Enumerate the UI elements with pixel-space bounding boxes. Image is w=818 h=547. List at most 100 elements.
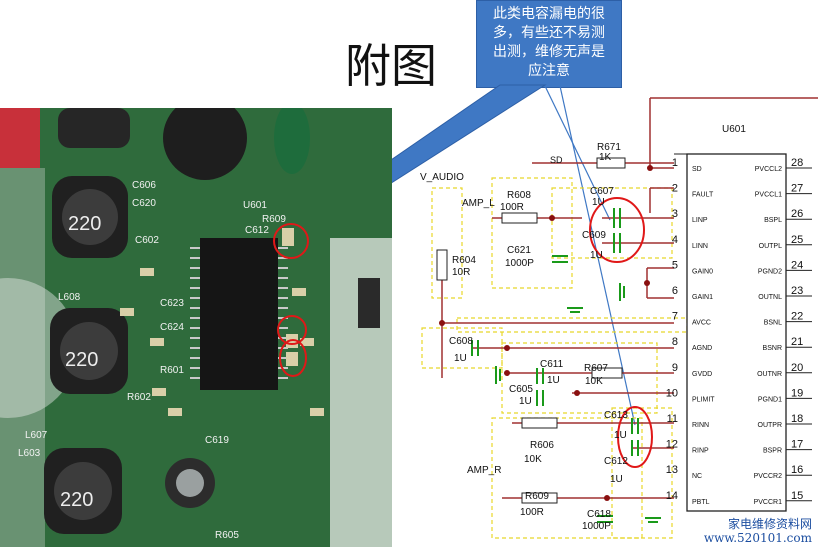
part-label: C613 bbox=[604, 410, 628, 421]
photo-label: L608 bbox=[58, 292, 81, 303]
photo-label: 220 bbox=[68, 213, 101, 235]
part-value: 1U bbox=[610, 474, 623, 485]
part-label: C618 bbox=[587, 509, 611, 520]
chip-name: U601 bbox=[722, 124, 746, 135]
inductor-icon bbox=[44, 448, 122, 534]
pin-number: 27 bbox=[791, 183, 803, 195]
part-label: R608 bbox=[507, 190, 531, 201]
pin-name: RINP bbox=[692, 448, 709, 455]
part-label: C605 bbox=[509, 384, 533, 395]
pin-name: OUTPL bbox=[759, 243, 782, 250]
callout-line: 多，有些还不易测 bbox=[493, 25, 605, 41]
sd-net-label: SD bbox=[550, 155, 563, 165]
pin-name: OUTNL bbox=[758, 294, 782, 301]
pin-name: PBTL bbox=[692, 499, 710, 506]
pin-number: 13 bbox=[666, 464, 678, 476]
part-label: R671 bbox=[597, 142, 621, 153]
pin-name: LINP bbox=[692, 217, 708, 224]
part-value: 1U bbox=[592, 197, 605, 208]
part-value: 1U bbox=[454, 353, 467, 364]
page-title: 附图 bbox=[345, 39, 437, 93]
net-label: AMP_R bbox=[467, 465, 501, 476]
part-label: C611 bbox=[540, 359, 564, 370]
pin-number: 14 bbox=[666, 490, 678, 502]
photo-label: R601 bbox=[160, 365, 184, 376]
callout-line: 出测，维修无声是 bbox=[493, 44, 605, 60]
pin-number: 5 bbox=[672, 259, 678, 271]
photo-label: L607 bbox=[25, 430, 48, 441]
part-label: R609 bbox=[525, 491, 549, 502]
pin-name: SD bbox=[692, 166, 702, 173]
pin-number: 23 bbox=[791, 285, 803, 297]
pin-name: GAIN1 bbox=[692, 294, 713, 301]
watermark-url: www.520101.com bbox=[703, 531, 812, 545]
pin-name: OUTNR bbox=[757, 371, 782, 378]
pin-number: 4 bbox=[672, 234, 678, 246]
pin-name: PGND2 bbox=[758, 268, 782, 275]
photo-label: 220 bbox=[65, 349, 98, 371]
photo-label: C623 bbox=[160, 298, 184, 309]
pin-number: 25 bbox=[791, 234, 803, 246]
pin-number: 10 bbox=[666, 387, 678, 399]
ic-u601-icon bbox=[686, 153, 787, 512]
part-label: C621 bbox=[507, 245, 531, 256]
pin-number: 6 bbox=[672, 285, 678, 297]
photo-label: R609 bbox=[262, 214, 286, 225]
part-value: 1U bbox=[614, 430, 627, 441]
pin-name: PVCCR1 bbox=[754, 499, 783, 506]
pin-name: NC bbox=[692, 473, 702, 480]
part-value: 1U bbox=[547, 375, 560, 386]
callout-box: 此类电容漏电的很 多，有些还不易测 出测，维修无声是 应注意 bbox=[476, 0, 622, 88]
pin-number: 2 bbox=[672, 183, 678, 195]
part-value: 10K bbox=[585, 376, 603, 387]
pin-number: 11 bbox=[667, 413, 678, 425]
part-value: 10R bbox=[452, 267, 470, 278]
pin-number: 24 bbox=[791, 259, 803, 271]
pin-number: 17 bbox=[791, 439, 803, 451]
pin-name: BSNL bbox=[764, 320, 782, 327]
pin-number: 20 bbox=[791, 362, 803, 374]
photo-label: U601 bbox=[243, 200, 267, 211]
part-label: C607 bbox=[590, 186, 614, 197]
pin-name: GAIN0 bbox=[692, 268, 713, 275]
pin-number: 3 bbox=[672, 208, 678, 220]
pin-number: 15 bbox=[791, 490, 803, 502]
pin-name: LINN bbox=[692, 243, 708, 250]
part-label: C612 bbox=[604, 456, 628, 467]
pin-name: RINN bbox=[692, 422, 709, 429]
watermark: 家电维修资料网 www.520101.com bbox=[704, 517, 812, 545]
part-value: 1000P bbox=[505, 258, 534, 269]
pin-name: BSPR bbox=[763, 448, 782, 455]
pin-number: 7 bbox=[672, 311, 678, 323]
part-label: R607 bbox=[584, 363, 608, 374]
photo-label: L603 bbox=[18, 448, 41, 459]
pin-number: 22 bbox=[791, 311, 803, 323]
inductor-icon bbox=[50, 308, 128, 394]
schematic-diagram: U601 R671 1K SD V_AUDIO AMP_L AMP_R R608… bbox=[420, 97, 818, 539]
part-label: C609 bbox=[582, 230, 606, 241]
pin-number: 1 bbox=[672, 157, 678, 169]
inductor-icon bbox=[52, 176, 128, 258]
pcb-photo: 220 220 220 C606 C620 C612 C602 C623 C62… bbox=[0, 108, 392, 547]
photo-label: C619 bbox=[205, 435, 229, 446]
part-value: 1K bbox=[599, 152, 612, 163]
pin-name: OUTPR bbox=[758, 422, 783, 429]
photo-label: C624 bbox=[160, 322, 184, 333]
photo-label: C602 bbox=[135, 235, 159, 246]
pin-number: 19 bbox=[791, 387, 803, 399]
part-value: 10K bbox=[524, 454, 542, 465]
ic-chip-icon bbox=[200, 238, 278, 390]
part-label: R606 bbox=[530, 440, 554, 451]
pin-name: AVCC bbox=[692, 320, 711, 327]
pin-name: PVCCL2 bbox=[755, 166, 782, 173]
pin-name: FAULT bbox=[692, 192, 714, 199]
callout-line: 应注意 bbox=[528, 63, 570, 79]
pin-name: PVCCL1 bbox=[755, 192, 782, 199]
part-label: C608 bbox=[449, 336, 473, 347]
pin-name: PLIMIT bbox=[692, 396, 715, 403]
pin-name: GVDD bbox=[692, 371, 712, 378]
pin-name: BSNR bbox=[763, 345, 782, 352]
pin-name: BSPL bbox=[764, 217, 782, 224]
part-value: 100R bbox=[500, 202, 524, 213]
part-value: 1U bbox=[590, 250, 603, 261]
